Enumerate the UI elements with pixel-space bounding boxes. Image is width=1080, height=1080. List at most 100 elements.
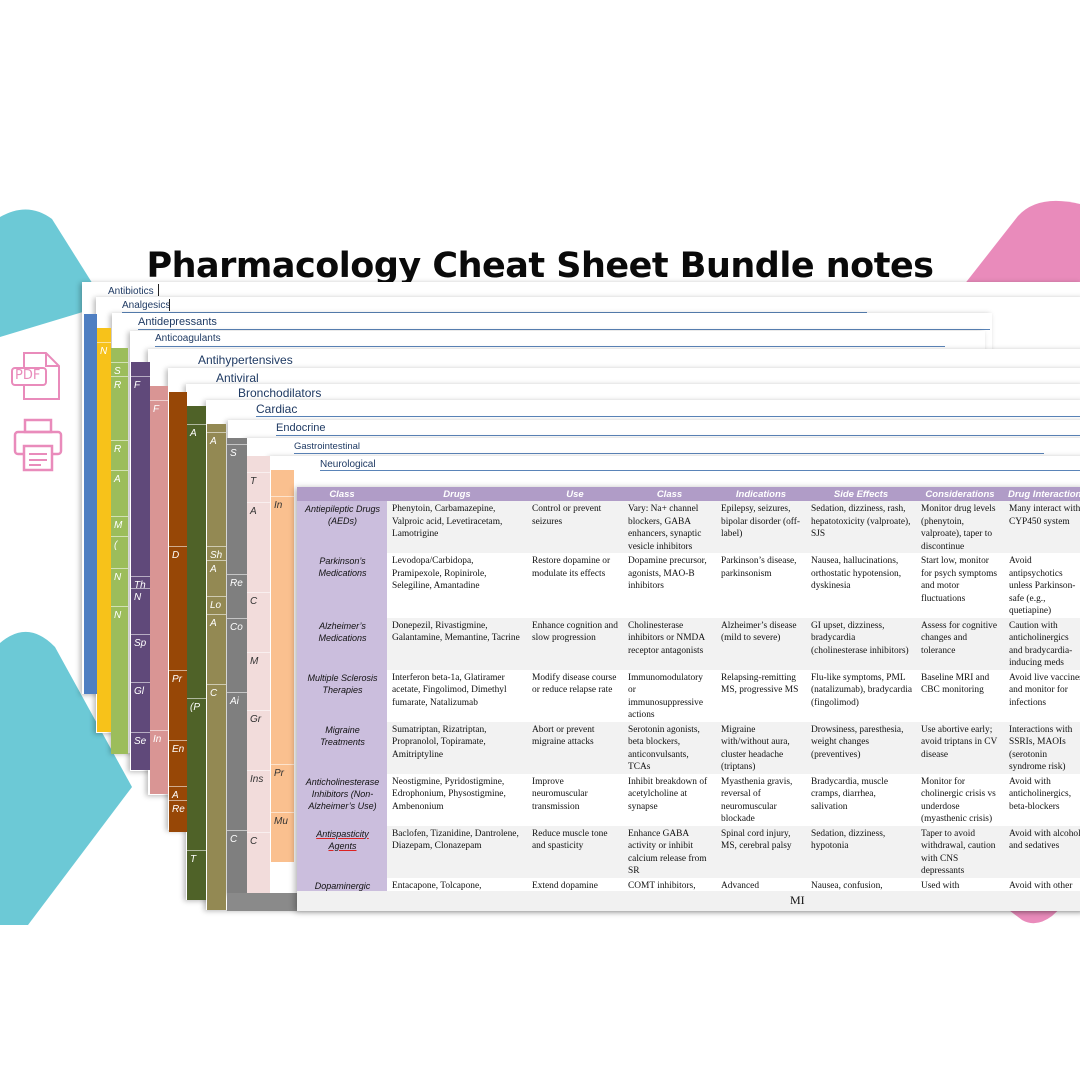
table-cell: Parkinson’s disease, parkinsonism bbox=[721, 556, 797, 579]
strip-cell-label: A bbox=[250, 506, 257, 517]
table-cell: Start low, monitor for psych symptoms an… bbox=[921, 556, 998, 604]
strip-cell-label: Mu bbox=[274, 816, 288, 827]
tab-anticoagulants[interactable]: Anticoagulants bbox=[155, 333, 221, 344]
strip-cell-label: S bbox=[230, 448, 237, 459]
strip-cell-label: Ins bbox=[250, 774, 264, 785]
table-cell: Phenytoin, Carbamazepine, Valproic acid,… bbox=[387, 501, 527, 553]
teal-blob-top-left bbox=[0, 209, 106, 337]
tab-analgesics[interactable]: Analgesics bbox=[122, 300, 171, 311]
tab-endocrine[interactable]: Endocrine bbox=[276, 422, 326, 434]
table-cell: Myasthenia gravis, reversal of neuromusc… bbox=[721, 776, 793, 825]
strip-cell-label: N bbox=[100, 346, 108, 357]
table-cell: Caution with anticholinergics and bradyc… bbox=[1004, 617, 1080, 670]
strip-cell-label: A bbox=[114, 474, 121, 485]
tab-gastrointestinal[interactable]: Gastrointestinal bbox=[294, 441, 361, 452]
table-cell: Enhance GABA activity or inhibit calcium… bbox=[623, 825, 716, 878]
class-cell: Multiple Sclerosis Therapies bbox=[297, 669, 387, 722]
class-cell: Migraine Treatments bbox=[297, 721, 387, 774]
tab-neurological[interactable]: Neurological bbox=[320, 459, 376, 470]
table-cell: Baclofen, Tizanidine, Dantrolene, Diazep… bbox=[387, 825, 527, 878]
table-cell: Inhibit breakdown of acetylcholine at sy… bbox=[628, 776, 708, 812]
strip-cell-label: Pr bbox=[172, 674, 182, 685]
page-title: Pharmacology Cheat Sheet Bundle notes bbox=[146, 246, 934, 286]
table-cell: Enhance cognition and slow progression bbox=[527, 617, 623, 670]
table-cell: Neostigmine, Pyridostigmine, Edrophonium… bbox=[392, 776, 506, 812]
table-cell: Dopamine precursor, agonists, MAO-B inhi… bbox=[628, 556, 707, 591]
strip-cell-label: Pr bbox=[274, 768, 284, 779]
table-cell: Alzheimer’s disease (mild to severe) bbox=[716, 617, 806, 670]
table-cell: Relapsing-remitting MS, progressive MS bbox=[721, 672, 799, 696]
strip-cell-label: Lo bbox=[210, 600, 222, 611]
table-cell: Spinal cord injury, MS, cerebral palsy bbox=[716, 825, 806, 878]
strip-cell-label: A bbox=[210, 564, 217, 575]
strip-cell-label: En bbox=[172, 744, 185, 755]
table-cell: Immunomodulatory or immunosuppressive ac… bbox=[628, 672, 703, 721]
table-cell: Taper to avoid withdrawal, caution with … bbox=[916, 825, 1004, 878]
table-cell: Nausea, hallucinations, orthostatic hypo… bbox=[811, 556, 902, 591]
pdf-file-icon[interactable]: PDF bbox=[10, 350, 62, 402]
strip-cell-label: C bbox=[210, 688, 218, 699]
table-cell: Assess for cognitive changes and toleran… bbox=[916, 617, 1004, 670]
strip-cell-label: N bbox=[134, 592, 142, 603]
strip-cell-label: R bbox=[114, 444, 122, 455]
table-cell: GI upset, dizziness, bradycardia (cholin… bbox=[806, 617, 916, 670]
strip-cell-label: Gr bbox=[250, 714, 262, 725]
class-cell: Alzheimer’s Medications bbox=[297, 617, 387, 670]
table-cell: Monitor drug levels (phenytoin, valproat… bbox=[916, 501, 1004, 553]
class-cell: Antiepileptic Drugs (AEDs) bbox=[297, 501, 387, 553]
table-cell: Flu-like symptoms, PML (natalizumab), br… bbox=[811, 672, 912, 708]
column-header: Drug Interactions bbox=[1004, 487, 1080, 501]
strip-cell-label: Ai bbox=[230, 696, 239, 707]
pdf-label: PDF bbox=[15, 368, 41, 383]
tab-antidepressants[interactable]: Antidepressants bbox=[138, 316, 217, 328]
table-cell: Abort or prevent migraine attacks bbox=[527, 721, 623, 774]
column-header: Class bbox=[623, 487, 716, 501]
strip-cell-label: Se bbox=[134, 736, 147, 747]
printer-icon[interactable] bbox=[13, 418, 63, 472]
footer-label: MI bbox=[790, 893, 805, 907]
strip-cell-label: Sp bbox=[134, 638, 147, 649]
class-cell: Parkinson’s Medications bbox=[297, 553, 387, 618]
table-cell: Sumatriptan, Rizatriptan, Propranolol, T… bbox=[387, 721, 527, 774]
table-cell: Use abortive early; avoid triptans in CV… bbox=[916, 721, 1004, 774]
table-cell: Monitor for cholinergic crisis vs underd… bbox=[921, 776, 996, 825]
strip-cell-label: M bbox=[114, 520, 123, 531]
strip-cell-label: (P bbox=[190, 702, 200, 713]
tab-antihypertensives[interactable]: Antihypertensives bbox=[198, 353, 293, 367]
table-cell: Avoid with anticholinergics, beta-blocke… bbox=[1009, 776, 1072, 812]
table-cell: Avoid live vaccines and monitor for infe… bbox=[1009, 672, 1080, 708]
color-strip-1: N bbox=[97, 328, 111, 732]
column-header: Drugs bbox=[387, 487, 527, 501]
table-cell: Serotonin agonists, beta blockers, antic… bbox=[623, 721, 716, 774]
strip-cell-label: S bbox=[114, 366, 121, 377]
strip-cell-label: Th bbox=[134, 580, 146, 591]
tab-antibiotics[interactable]: Antibiotics bbox=[108, 286, 154, 297]
table-cell: Avoid with alcohol and sedatives bbox=[1004, 825, 1080, 878]
strip-cell-label: In bbox=[274, 500, 283, 511]
table-cell: Migraine with/without aura, cluster head… bbox=[716, 721, 806, 774]
strip-cell-label: ( bbox=[114, 540, 118, 551]
strip-cell-label: C bbox=[250, 836, 258, 847]
strip-cell-label: A bbox=[210, 436, 217, 447]
tab-antiviral[interactable]: Antiviral bbox=[216, 371, 259, 385]
table-cell: Drowsiness, paresthesia, weight changes … bbox=[806, 721, 916, 774]
tab-bronchodilators[interactable]: Bronchodilators bbox=[238, 386, 322, 400]
strip-cell-label: N bbox=[114, 610, 122, 621]
table-cell: Levodopa/Carbidopa, Pramipexole, Ropinir… bbox=[392, 556, 487, 591]
tab-cardiac[interactable]: Cardiac bbox=[256, 402, 298, 416]
strip-cell-label: In bbox=[153, 734, 162, 745]
table-cell: Restore dopamine or modulate its effects bbox=[532, 556, 611, 579]
class-cell: Antispasticity Agents bbox=[297, 825, 387, 878]
strip-cell-label: Re bbox=[172, 804, 185, 815]
